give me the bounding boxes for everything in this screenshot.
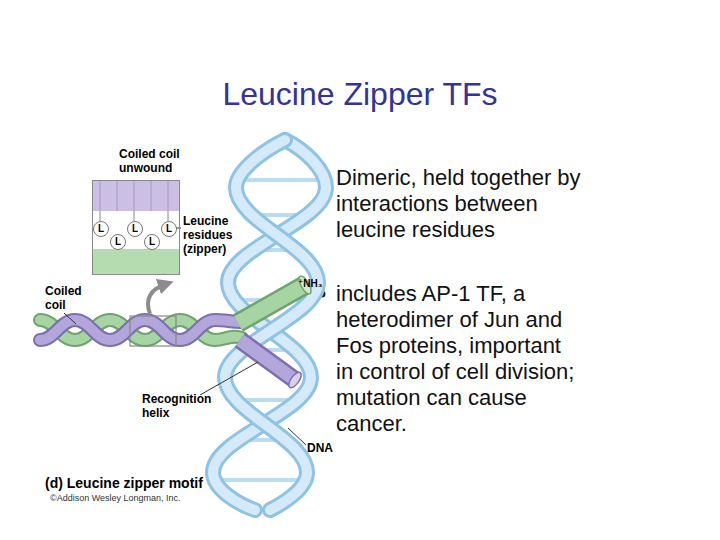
stripe (134, 181, 135, 211)
inset-heading: Coiled coil unwound (119, 147, 191, 175)
stalk (134, 211, 135, 221)
leucine-residue: L (144, 234, 160, 250)
stripe (168, 181, 169, 211)
leader-line (64, 313, 76, 324)
terminus-label: ⁺NH₃ (298, 278, 338, 289)
recognition-helix-purple-fill (240, 340, 295, 380)
part-label: DNA (307, 441, 347, 455)
leucine-residue: L (110, 234, 126, 250)
recognition-helix-purple (240, 340, 295, 380)
stripe (100, 181, 101, 211)
stripe (151, 181, 152, 211)
bullet-text: Dimeric, held together by interactions b… (336, 165, 582, 243)
leader-lines (64, 228, 306, 445)
purple-helix (40, 320, 242, 340)
recognition-helix-green (238, 285, 305, 323)
part-label: Coiled coil (45, 284, 90, 312)
leucine-residue: L (161, 221, 177, 237)
leucine-residue: L (93, 221, 109, 237)
purple-helix-fill (40, 320, 242, 340)
zoom-box (130, 316, 176, 346)
helix-end (286, 370, 303, 389)
zoom-arrow (148, 284, 166, 314)
leader-line (288, 428, 306, 445)
base-pair (214, 478, 302, 482)
coiled-coil (40, 320, 242, 340)
base-pair (238, 178, 326, 182)
inset-box: Coiled coil unwoundLLLLL (92, 180, 180, 275)
stripe (117, 181, 118, 211)
residue-letter: L (132, 224, 138, 234)
stalk (168, 211, 169, 221)
band-stripes (100, 181, 168, 211)
part-label: Leucine residues (zipper) (183, 214, 241, 256)
bullet-text: includes AP-1 TF, a heterodimer of Jun a… (336, 281, 582, 437)
stalk (100, 211, 101, 221)
green-helix (40, 320, 242, 340)
green-helix-fill (40, 320, 242, 340)
purple-band (93, 181, 179, 211)
residue-letter: L (166, 224, 172, 234)
recognition-helix-green-fill (238, 285, 305, 323)
copyright-note: ©Addison Wesley Longman, Inc. (50, 493, 250, 503)
residue-letter: L (115, 237, 121, 247)
residue-stalks (100, 211, 168, 221)
slide-title: Leucine Zipper TFs (0, 76, 720, 113)
green-band (93, 249, 179, 274)
leucine-residue: L (127, 221, 143, 237)
residue-letter: L (149, 237, 155, 247)
leader-line (200, 362, 258, 395)
part-label: Recognition helix (142, 392, 222, 420)
figure-caption: (d) Leucine zipper motif (45, 475, 203, 491)
residue-letter: L (98, 224, 104, 234)
